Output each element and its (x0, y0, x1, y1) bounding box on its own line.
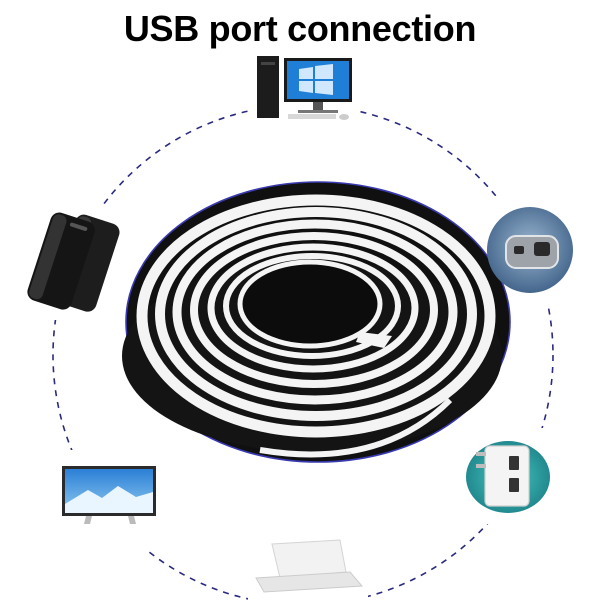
power-bank-icon (27, 212, 120, 312)
tv-icon (40, 454, 156, 542)
laptop-icon (255, 539, 364, 593)
car-charger-icon (487, 207, 573, 293)
led-strip-reel (122, 181, 511, 463)
desktop-computer-icon (257, 56, 352, 120)
wall-charger-icon (466, 441, 550, 513)
page-title: USB port connection (123, 8, 477, 49)
